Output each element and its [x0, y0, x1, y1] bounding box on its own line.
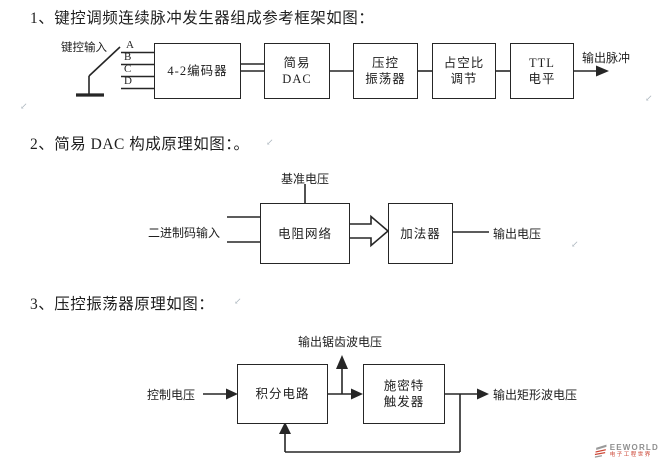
- line-label-a: A: [126, 39, 134, 51]
- section2-title: 2、简易 DAC 构成原理如图：。: [30, 136, 250, 153]
- ttl-label-line1: TTL: [529, 56, 555, 70]
- duty-label-line1: 占空比: [443, 56, 485, 70]
- switch-arm: [88, 46, 121, 77]
- paragraph-mark: ↙: [645, 93, 653, 103]
- output-voltage-label: 输出电压: [493, 227, 542, 241]
- eeworld-logo: EEWORLD 电子工程世界: [593, 436, 659, 466]
- paragraph-mark: ↙: [344, 11, 352, 21]
- section1-title: 1、键控调频连续脉冲发生器组成参考框架如图：: [30, 10, 375, 27]
- encoder-label: 4-2编码器: [167, 64, 228, 78]
- eeworld-logo-icon: [594, 444, 607, 458]
- schmitt-label-line1: 施密特: [383, 379, 425, 393]
- dac-block: 简易 DAC: [264, 43, 330, 99]
- vco-block: 压控 振荡器: [353, 43, 418, 99]
- eeworld-brand-text: EEWORLD: [609, 443, 659, 452]
- vco-label-line2: 振荡器: [365, 72, 406, 86]
- paragraph-mark: ↙: [266, 137, 274, 147]
- resistor-network-block: 电阻网络: [260, 203, 350, 264]
- line-label-d: D: [124, 75, 132, 87]
- control-arrowhead: [226, 388, 238, 400]
- adder-block: 加法器: [388, 203, 453, 264]
- square-wave-output-label: 输出矩形波电压: [493, 388, 578, 402]
- line-label-b: B: [124, 51, 132, 63]
- paragraph-mark: ↙: [571, 239, 579, 249]
- keyed-input-label: 键控输入: [61, 42, 107, 54]
- duty-cycle-block: 占空比 调节: [432, 43, 496, 99]
- dac-label-line2: DAC: [282, 72, 312, 86]
- integrator-block: 积分电路: [237, 364, 328, 424]
- sawtooth-arrowhead: [336, 355, 348, 369]
- schmitt-label-line2: 触发器: [383, 395, 425, 409]
- paragraph-mark: ↙: [20, 101, 28, 111]
- output-pulse-label: 输出脉冲: [582, 51, 631, 65]
- square-out-arrowhead: [477, 388, 489, 400]
- sawtooth-output-label: 输出锯齿波电压: [298, 335, 383, 349]
- vco-label-line1: 压控: [371, 56, 399, 70]
- feedback-arrowhead: [279, 422, 291, 434]
- ttl-label-line2: 电平: [528, 72, 556, 86]
- reference-voltage-label: 基准电压: [281, 172, 330, 186]
- control-voltage-label: 控制电压: [147, 388, 196, 402]
- paragraph-mark: ↙: [234, 296, 242, 306]
- encoder-block: 4-2编码器: [154, 43, 241, 99]
- schmitt-trigger-block: 施密特 触发器: [363, 364, 445, 424]
- resistor-network-label: 电阻网络: [277, 226, 332, 241]
- binary-input-label: 二进制码输入: [148, 226, 221, 240]
- dac-label-line1: 简易: [283, 56, 311, 70]
- section3-title: 3、压控振荡器原理如图：: [30, 296, 215, 313]
- eeworld-subtitle-text: 电子工程世界: [609, 452, 652, 458]
- block-arrow-icon: [347, 214, 390, 248]
- duty-label-line2: 调节: [450, 72, 478, 86]
- schmitt-in-arrowhead: [351, 388, 363, 400]
- line-label-c: C: [124, 63, 132, 75]
- integrator-label: 积分电路: [255, 387, 310, 401]
- adder-label: 加法器: [400, 226, 441, 241]
- output-pulse-arrowhead: [596, 65, 609, 77]
- ttl-block: TTL 电平: [510, 43, 574, 99]
